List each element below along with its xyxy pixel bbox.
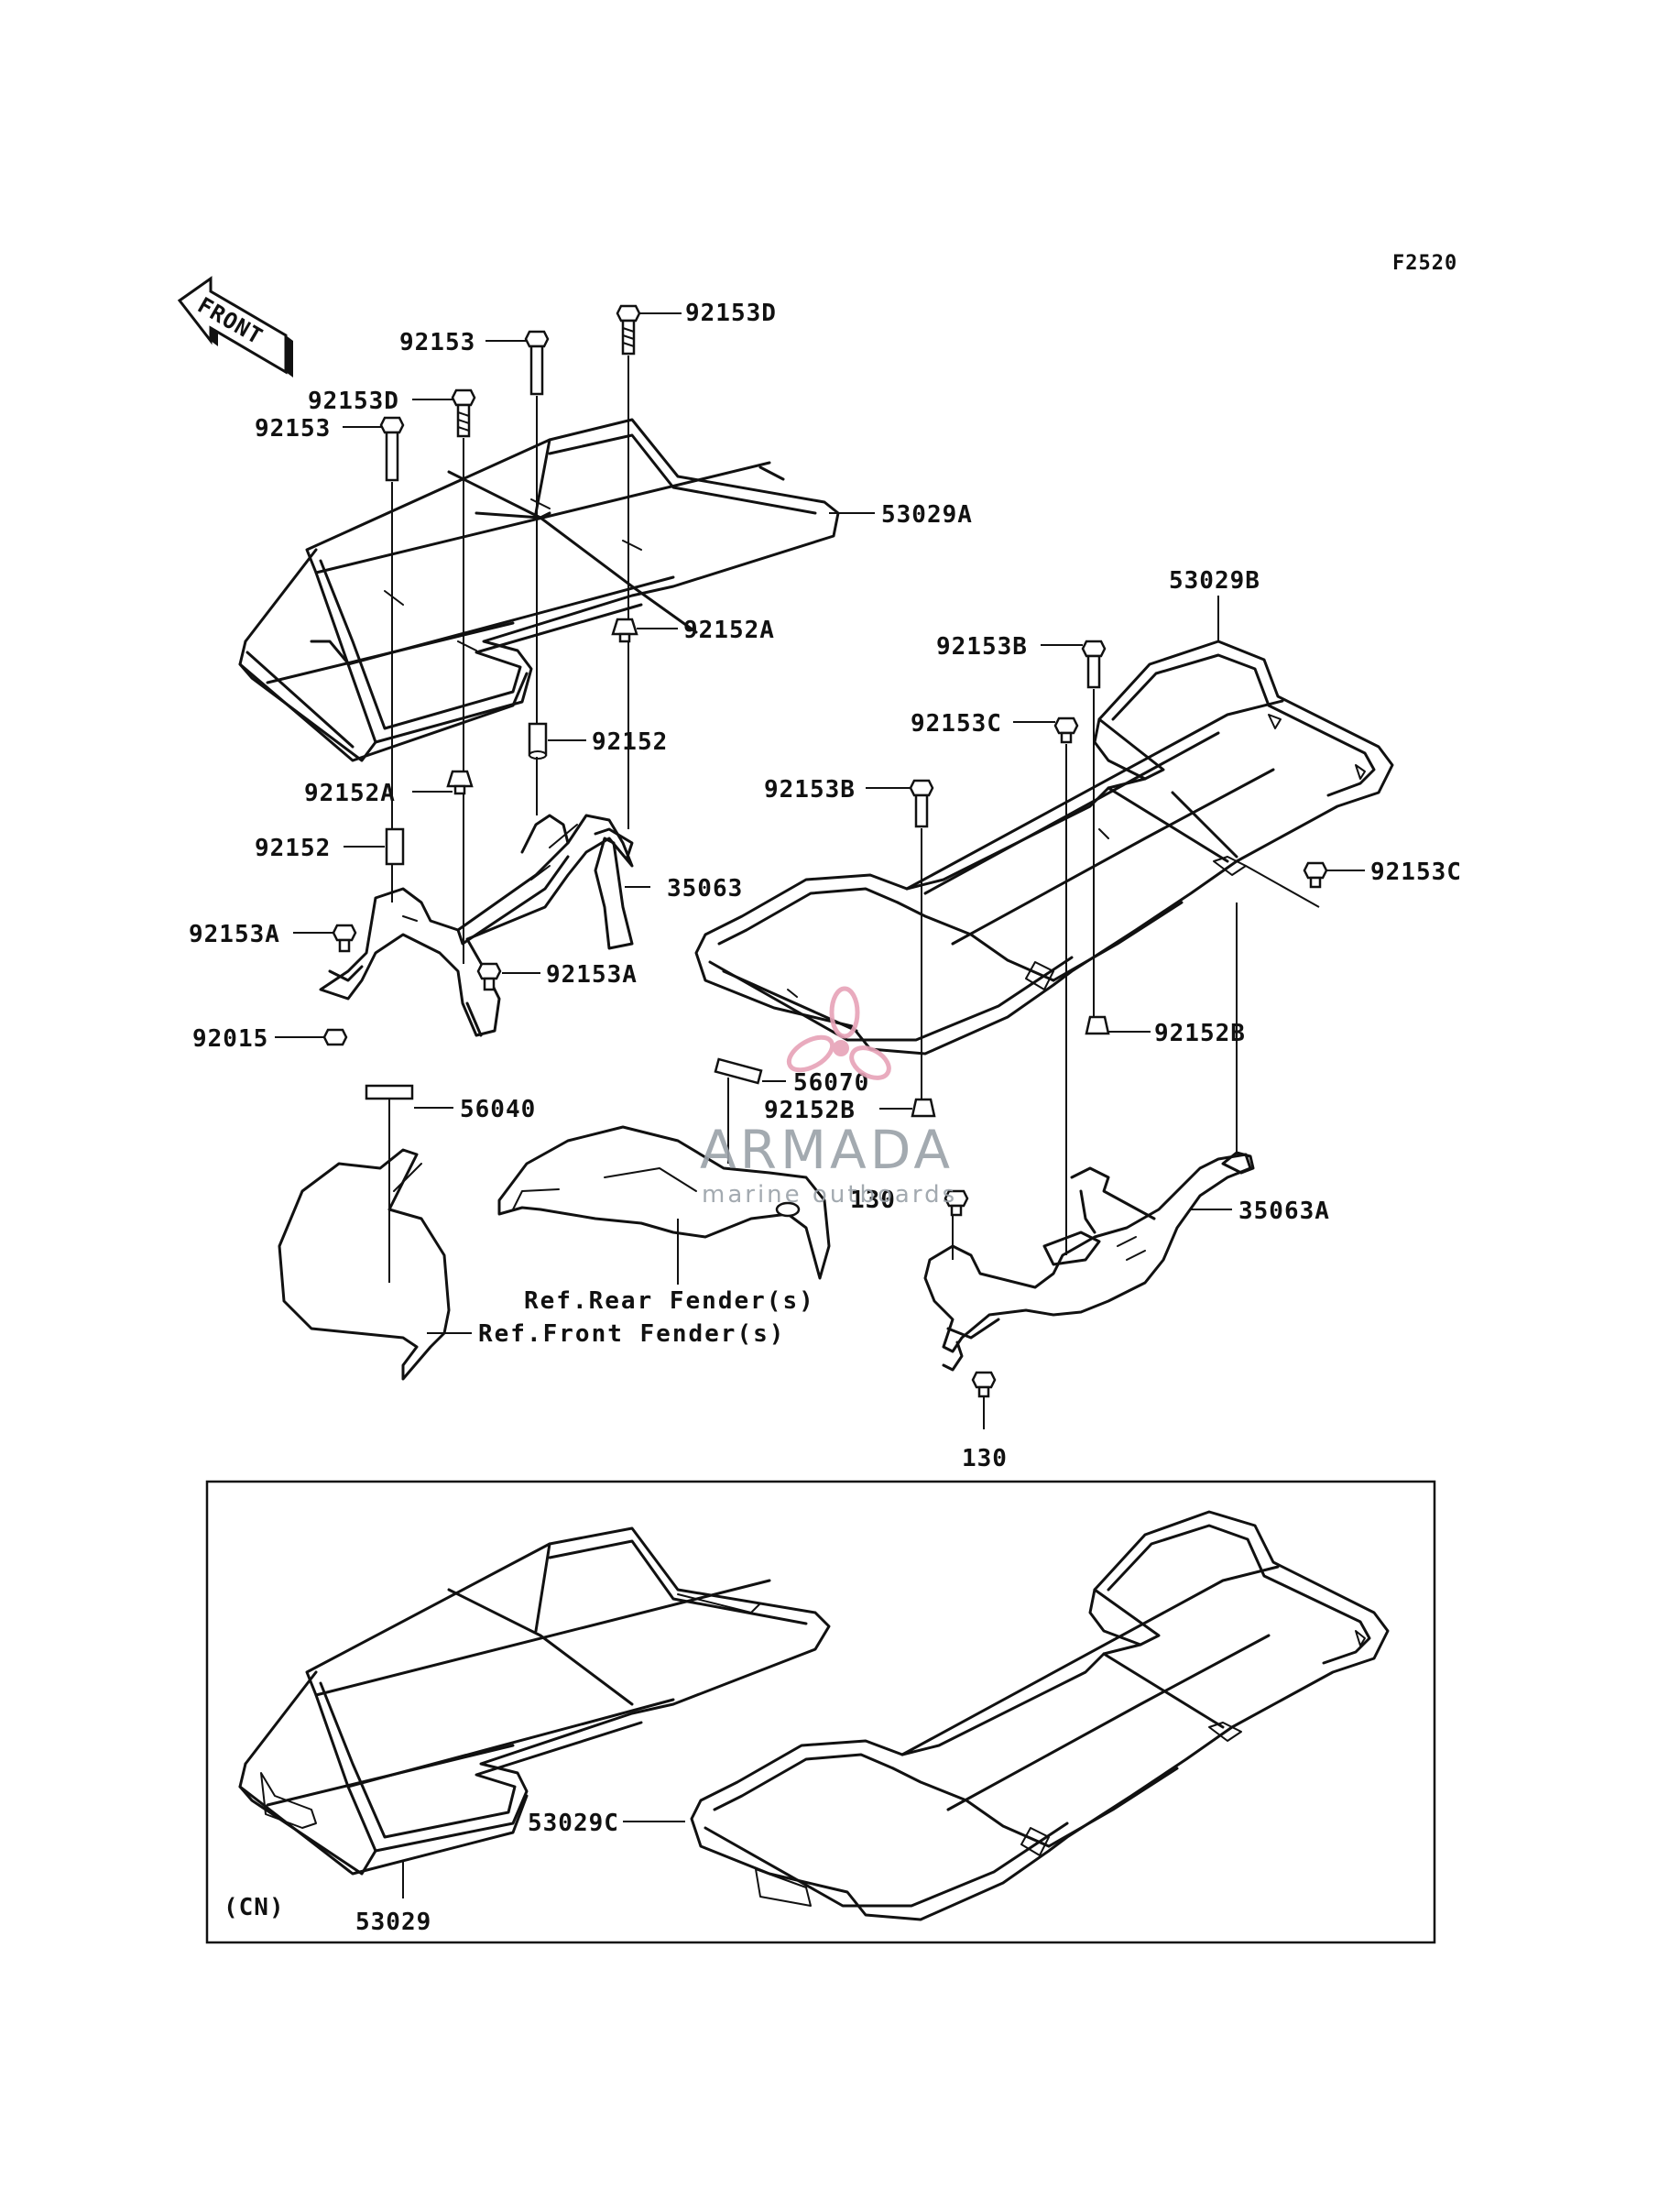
callout-56040: 56040 xyxy=(460,1096,536,1123)
front-carrier-53029A xyxy=(238,418,840,762)
inset-leaders xyxy=(402,1821,685,1898)
decal-56040 xyxy=(365,1084,414,1100)
callout-92153A-left: 92153A xyxy=(189,921,280,948)
inset-box xyxy=(205,1480,1436,1944)
bolt-130-bottom xyxy=(971,1371,997,1398)
front-carrier-53029 xyxy=(238,1526,831,1876)
watermark-tagline: marine outboards xyxy=(702,1181,957,1209)
inset-label-cn: (CN) xyxy=(224,1894,285,1921)
front-direction-arrow: FRONT xyxy=(177,276,293,377)
rear-carrier-53029C xyxy=(690,1510,1390,1921)
watermark: ARMADA marine outboards xyxy=(700,986,957,1209)
callout-130-bottom: 130 xyxy=(962,1445,1008,1472)
collar-92152B-left xyxy=(911,1098,936,1118)
callout-53029C: 53029C xyxy=(528,1810,619,1837)
callout-92153-left: 92153 xyxy=(255,415,331,443)
callout-35063: 35063 xyxy=(667,875,743,903)
rear-bracket-35063A xyxy=(923,1151,1255,1372)
bolt-92153D-left xyxy=(451,388,476,438)
callout-leaders xyxy=(275,312,1365,1334)
callout-92152A-left: 92152A xyxy=(304,780,396,807)
callout-53029A: 53029A xyxy=(881,501,973,529)
watermark-brand: ARMADA xyxy=(700,1119,954,1181)
callout-92152-mid: 92152 xyxy=(592,728,668,756)
callout-92152B-left: 92152B xyxy=(764,1097,856,1124)
bolt-130-top xyxy=(944,1189,969,1217)
callout-56070: 56070 xyxy=(793,1069,869,1097)
bolt-92153A-right xyxy=(476,962,502,991)
collar-92152A-right xyxy=(611,618,638,643)
bolt-92153-top xyxy=(524,330,550,396)
figure-code: F2520 xyxy=(1392,252,1457,275)
propeller-icon xyxy=(786,986,891,1080)
bolt-92153C-left xyxy=(1053,717,1079,744)
ref-front-fender: Ref.Front Fender(s) xyxy=(478,1320,785,1348)
callout-53029B: 53029B xyxy=(1169,567,1260,595)
callout-92153D-top: 92153D xyxy=(685,300,777,327)
nut-92015 xyxy=(322,1028,348,1046)
callout-130-top: 130 xyxy=(850,1187,896,1214)
collar-92152B-right xyxy=(1085,1015,1110,1035)
callout-92153C-left: 92153C xyxy=(911,710,1002,738)
bolt-92153B-left xyxy=(909,779,934,828)
callout-35063A: 35063A xyxy=(1238,1198,1330,1225)
callout-92153A-right: 92153A xyxy=(546,961,638,989)
collar-92152-mid xyxy=(528,722,548,760)
assembly-lines-rear xyxy=(921,689,1238,1429)
front-bracket-35063 xyxy=(319,814,634,1037)
callout-92153-top: 92153 xyxy=(399,329,475,356)
ref-rear-fender: Ref.Rear Fender(s) xyxy=(524,1287,815,1315)
callout-92153B-top: 92153B xyxy=(936,633,1028,661)
bolt-92153-left xyxy=(379,416,405,482)
callout-53029: 53029 xyxy=(355,1909,431,1936)
callout-92153D-left: 92153D xyxy=(308,388,399,415)
bolt-92153B-top xyxy=(1081,640,1107,689)
callout-92152A-right: 92152A xyxy=(683,617,775,644)
assembly-lines-front xyxy=(391,356,629,964)
callout-92152-left: 92152 xyxy=(255,835,331,862)
callout-92015: 92015 xyxy=(192,1025,268,1053)
collar-92152A-left xyxy=(446,770,474,795)
callout-92153C-right: 92153C xyxy=(1370,859,1462,886)
front-fender-ref xyxy=(278,1084,451,1381)
bolt-92153A-left xyxy=(332,924,357,953)
rear-fender-ref xyxy=(497,1057,831,1280)
bolt-92153C-right xyxy=(1303,861,1328,889)
callout-92152B-right: 92152B xyxy=(1154,1020,1246,1047)
collar-92152-left xyxy=(385,827,405,866)
bolt-92153D-top xyxy=(616,304,641,356)
callout-92153B-left: 92153B xyxy=(764,776,856,804)
rear-carrier-53029B xyxy=(694,640,1394,1056)
decal-56070 xyxy=(714,1057,763,1085)
